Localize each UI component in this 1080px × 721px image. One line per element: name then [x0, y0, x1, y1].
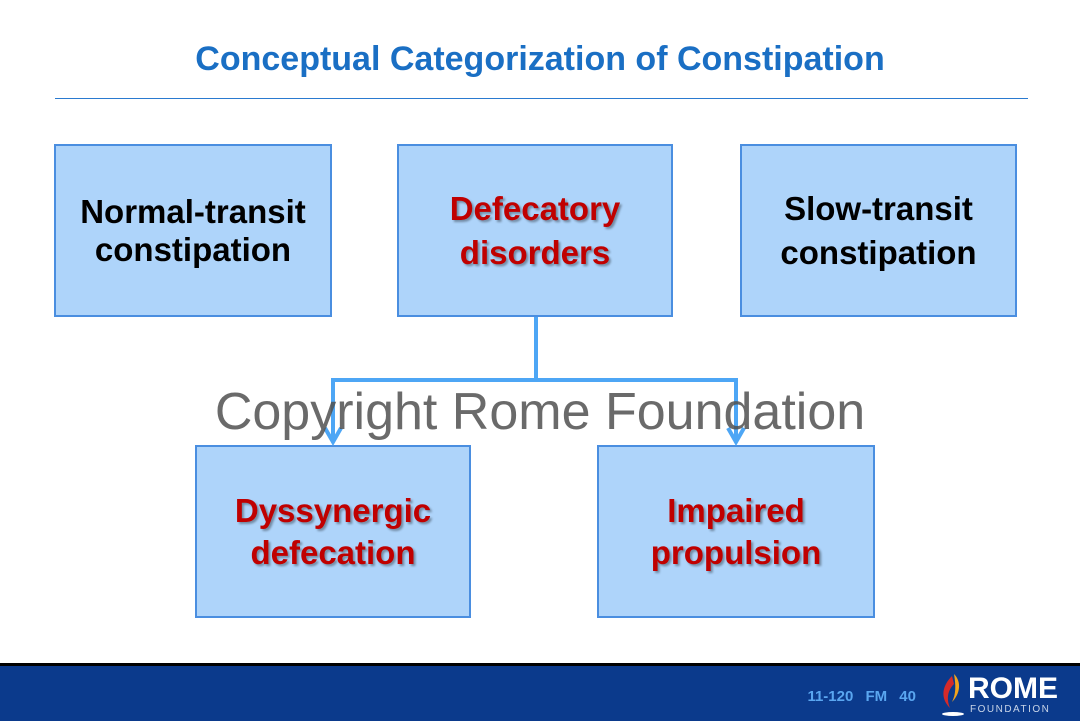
box-label: Normal-transit constipation [80, 192, 306, 268]
connector-lines [331, 317, 738, 440]
title-divider [55, 98, 1028, 99]
slide-title: Conceptual Categorization of Constipatio… [195, 40, 885, 78]
slide-number: 11-120 FM 40 [807, 688, 916, 705]
box-normal-transit: Normal-transit constipation [54, 144, 332, 317]
box-defecatory-disorders: Defecatory disorders [397, 144, 673, 317]
box-label: Defecatory disorders [449, 189, 621, 271]
logo-subtext: FOUNDATION [970, 704, 1051, 715]
box-label: Slow-transit constipation [780, 189, 977, 271]
footer-bar: 11-120 FM 40 ROME FOUNDATION [0, 663, 1080, 721]
arrow-left-icon [323, 427, 343, 447]
rome-foundation-logo: ROME FOUNDATION [938, 672, 1068, 718]
box-impaired-propulsion: Impaired propulsion [597, 445, 875, 618]
box-slow-transit: Slow-transit constipation [740, 144, 1017, 317]
copyright-watermark: Copyright Rome Foundation [214, 383, 866, 441]
box-dyssynergic-defecation: Dyssynergic defecation [195, 445, 471, 618]
arrow-right-icon [726, 427, 746, 447]
box-label: Dyssynergic defecation [234, 491, 432, 571]
box-label: Impaired propulsion [650, 491, 822, 571]
logo-text: ROME [968, 672, 1058, 705]
flame-icon [942, 674, 964, 716]
